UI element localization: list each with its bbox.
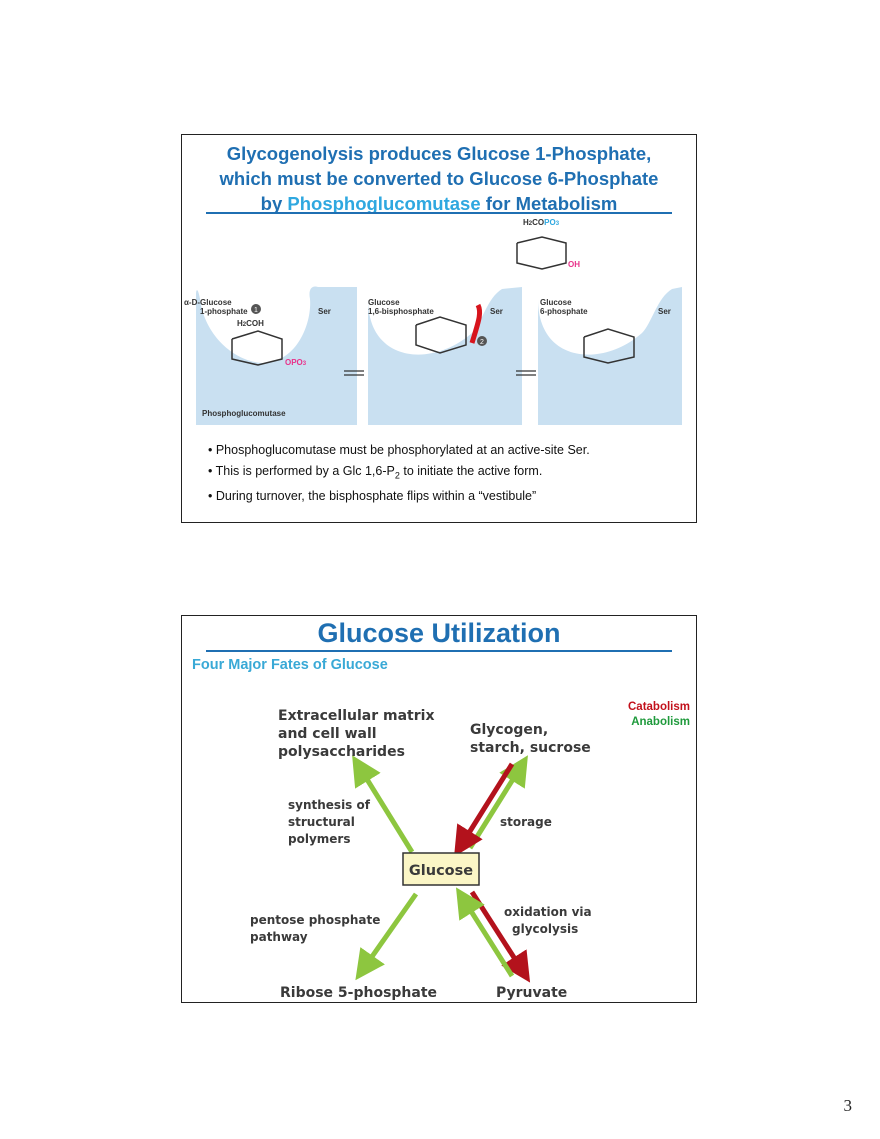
synthesis-label-3: polymers: [288, 832, 350, 846]
legend-anabolism: Anabolism: [631, 716, 690, 728]
glucose-box: [402, 852, 480, 886]
title-highlight: Phosphoglucomutase: [287, 193, 481, 214]
storage-label: storage: [500, 815, 552, 829]
slide2-subtitle: Four Major Fates of Glucose: [192, 657, 388, 673]
h2copo3-label: H2COPO3: [523, 218, 560, 227]
page-number: 3: [843, 1096, 853, 1115]
panel3-name: Glucose: [540, 298, 572, 307]
glucose-1-phosphate-ring: [231, 330, 283, 366]
ser-label-2: Ser: [490, 307, 503, 316]
subscript: 2: [394, 470, 400, 480]
slide-glucose-utilization: Glucose Utilization Four Major Fates of …: [181, 615, 697, 1003]
arrow-gluconeogenesis: [455, 887, 515, 978]
bullet-item: • During turnover, the bisphosphate flip…: [208, 488, 537, 503]
title-line-1: Glycogenolysis produces Glucose 1-Phosph…: [226, 143, 652, 164]
oh-red-label: OH: [568, 260, 580, 269]
glucose-fates-diagram: Glucose Extracellular matrix and cell wa…: [250, 708, 592, 1001]
title-underline: [206, 650, 672, 652]
phosphoglucomutase-mechanism-figure: H2COPO3 OH H2COH OPO3 α-D-Glucose 1-phos…: [184, 218, 682, 425]
panel1-name: α-D-Glucose: [184, 298, 232, 307]
panel2-name2: 1,6-bisphosphate: [368, 307, 434, 316]
synthesis-label-1: synthesis of: [288, 798, 371, 812]
title-line-2: which must be converted to Glucose 6-Pho…: [219, 168, 659, 189]
glycogen-label-1: Glycogen,: [470, 722, 548, 738]
ecm-label-1: Extracellular matrix: [278, 708, 434, 724]
title-line-3-post: for Metabolism: [480, 193, 618, 214]
legend-catabolism: Catabolism: [628, 701, 690, 713]
pyruvate-label: Pyruvate: [496, 985, 567, 1001]
enzyme-label: Phosphoglucomutase: [202, 409, 286, 418]
legend: Catabolism Anabolism: [628, 700, 690, 730]
glucose-6-phosphate-ring: [583, 328, 635, 364]
ribose-label: Ribose 5-phosphate: [280, 985, 437, 1001]
slide2-title: Glucose Utilization: [317, 618, 561, 648]
equilibrium-arrows: [344, 370, 536, 376]
step-1-text: 1: [254, 307, 258, 314]
free-glucose-6-phosphate: [516, 236, 567, 270]
ecm-label-2: and cell wall: [278, 726, 377, 742]
glucose-label: Glucose: [409, 863, 473, 879]
ser-label-1: Ser: [318, 307, 331, 316]
slide-glycogenolysis: Glycogenolysis produces Glucose 1-Phosph…: [181, 134, 697, 523]
synthesis-label-2: structural: [288, 815, 355, 829]
panel2-name: Glucose: [368, 298, 400, 307]
glycogen-label-2: starch, sucrose: [470, 740, 591, 756]
flip-arrow: [469, 303, 483, 344]
ecm-label-3: polysaccharides: [278, 744, 405, 760]
pentose-label-2: pathway: [250, 930, 308, 944]
opo3-label-1: OPO3: [285, 358, 307, 367]
enzyme-pocket-1: [196, 286, 357, 425]
title-line-3: by Phosphoglucomutase for Metabolism: [182, 191, 696, 216]
bullet-text: to initiate the active form.: [399, 463, 543, 478]
panel1-name2: 1-phosphate: [200, 307, 248, 316]
panel3-name2: 6-phosphate: [540, 307, 588, 316]
step-2-marker: [477, 336, 487, 346]
enzyme-pocket-2: [368, 287, 522, 425]
oxidation-label-1: oxidation via: [504, 905, 592, 919]
bullet-list: • Phosphoglucomutase must be phosphoryla…: [208, 440, 590, 506]
title-underline: [206, 212, 672, 214]
arrow-synthesis: [352, 755, 415, 854]
title-line-3-pre: by: [260, 193, 288, 214]
ser-label-3: Ser: [658, 307, 671, 316]
arrow-pentose: [355, 892, 419, 981]
bullet-item: • Phosphoglucomutase must be phosphoryla…: [208, 443, 590, 457]
step-1-marker: [251, 304, 261, 314]
glucose-bisphosphate-ring: [415, 316, 467, 354]
bullet-item: • This is performed by a Glc 1,6-P2 to i…: [208, 461, 590, 486]
arrow-storage-catabolic: [454, 762, 515, 857]
oxidation-label-2: glycolysis: [512, 922, 578, 936]
enzyme-pocket-3: [538, 287, 682, 425]
slide1-title: Glycogenolysis produces Glucose 1-Phosph…: [182, 141, 696, 216]
pentose-label-1: pentose phosphate: [250, 913, 380, 927]
arrow-storage-anabolic: [467, 755, 528, 850]
h2coh-label: H2COH: [237, 319, 264, 328]
bullet-text: • This is performed by a Glc 1,6-P: [208, 463, 395, 478]
step-2-text: 2: [480, 339, 484, 346]
